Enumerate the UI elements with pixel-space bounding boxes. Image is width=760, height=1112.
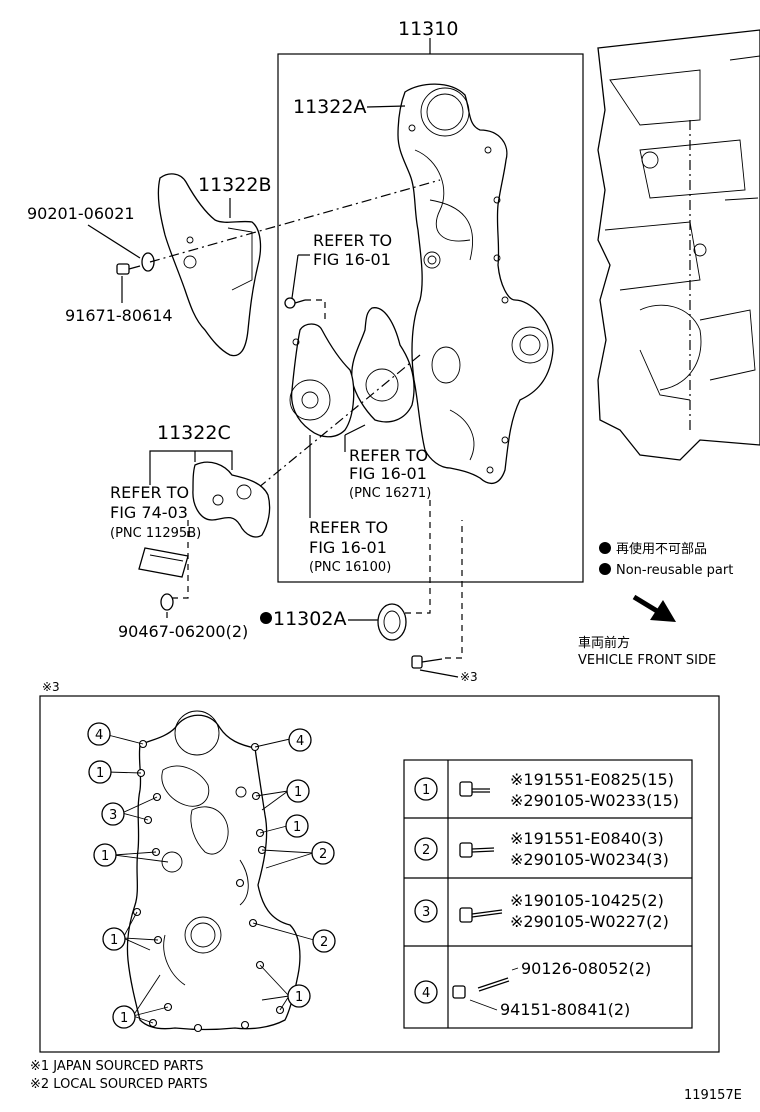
svg-text:4: 4 bbox=[422, 986, 430, 1001]
detail-callout-1-e: 1 bbox=[286, 779, 310, 803]
water-pump bbox=[289, 323, 355, 438]
refer3-line3: (PNC 16100) bbox=[309, 560, 391, 575]
detail-callout-1-b: 1 bbox=[93, 843, 117, 867]
stud-bolt-icon bbox=[477, 977, 510, 992]
svg-text:1: 1 bbox=[110, 933, 118, 948]
detail-frame bbox=[39, 695, 720, 1053]
nut-icon bbox=[452, 985, 466, 999]
non-reusable-dot-seal bbox=[260, 612, 272, 624]
svg-text:1: 1 bbox=[293, 820, 301, 835]
svg-text:1: 1 bbox=[422, 783, 430, 798]
callout-seal: 11302A bbox=[273, 608, 346, 630]
section-mark: ※3 bbox=[42, 680, 60, 694]
bolt-b bbox=[116, 263, 141, 275]
legend-dot-ja bbox=[599, 542, 611, 554]
oil-seal bbox=[377, 603, 407, 641]
flange-bolt-icon bbox=[459, 781, 490, 797]
table-row-4-line2: 94151-80841(2) bbox=[500, 1000, 630, 1019]
callout-11322C: 11322C bbox=[157, 422, 231, 444]
washer bbox=[141, 252, 155, 272]
cover-bolt bbox=[411, 655, 443, 669]
timing-chain-cover bbox=[397, 83, 554, 485]
callout-bolt-b: 91671-80614 bbox=[65, 306, 173, 325]
legend-dot-en bbox=[599, 563, 611, 575]
svg-text:2: 2 bbox=[319, 847, 327, 862]
detail-callout-1-c: 1 bbox=[102, 927, 126, 951]
cover-plate-b bbox=[157, 173, 262, 357]
refer1-line1: REFER TO bbox=[313, 231, 392, 250]
plug bbox=[160, 593, 174, 611]
detail-callout-1-a: 1 bbox=[88, 760, 112, 784]
flange-bolt-icon bbox=[459, 842, 495, 858]
svg-text:1: 1 bbox=[295, 990, 303, 1005]
refer1-line2: FIG 16-01 bbox=[313, 250, 391, 269]
bolt-table: 1 ※191551-E0825(15) ※290105-W0233(15) 2 … bbox=[403, 759, 693, 1029]
table-row-3-line2: ※290105-W0227(2) bbox=[510, 912, 669, 931]
front-en: VEHICLE FRONT SIDE bbox=[578, 653, 716, 668]
svg-text:2: 2 bbox=[422, 843, 430, 858]
svg-text:2: 2 bbox=[320, 935, 328, 950]
legend-en: Non-reusable part bbox=[616, 563, 733, 578]
footnote-2: ※2 LOCAL SOURCED PARTS bbox=[30, 1077, 208, 1092]
svg-text:1: 1 bbox=[101, 849, 109, 864]
ref3-mark: ※3 bbox=[460, 670, 478, 684]
svg-text:1: 1 bbox=[294, 785, 302, 800]
detail-circle-callouts: 4 4 1 3 1 1 1 1 1 2 2 1 bbox=[87, 722, 336, 1029]
detail-callout-4-left: 4 bbox=[87, 722, 111, 746]
refer3-line1: REFER TO bbox=[309, 518, 388, 537]
callout-washer: 90201-06021 bbox=[27, 204, 135, 223]
table-row-2: 2 ※191551-E0840(3) ※290105-W0234(3) bbox=[414, 829, 669, 869]
refer2-line3: (PNC 16271) bbox=[349, 486, 431, 501]
detail-callout-4-right: 4 bbox=[288, 728, 312, 752]
detail-callout-1-f: 1 bbox=[285, 814, 309, 838]
refer2-line2: FIG 16-01 bbox=[349, 464, 427, 483]
table-row-1: 1 ※191551-E0825(15) ※290105-W0233(15) bbox=[414, 770, 679, 810]
water-pump-gasket bbox=[351, 307, 415, 423]
refer3-line2: FIG 16-01 bbox=[309, 538, 387, 557]
footnote-1: ※1 JAPAN SOURCED PARTS bbox=[30, 1059, 204, 1074]
table-row-1-line2: ※290105-W0233(15) bbox=[510, 791, 679, 810]
figure-id: 119157E bbox=[684, 1088, 742, 1103]
front-ja: 車両前方 bbox=[578, 635, 630, 651]
detail-callout-1-g: 1 bbox=[287, 984, 311, 1008]
cover-plate-c bbox=[192, 461, 271, 538]
detail-callout-1-d: 1 bbox=[112, 1005, 136, 1029]
detail-leaders bbox=[106, 734, 315, 1024]
svg-text:3: 3 bbox=[422, 905, 430, 920]
svg-text:1: 1 bbox=[96, 766, 104, 781]
detail-callout-2-b: 2 bbox=[312, 929, 336, 953]
table-row-1-line1: ※191551-E0825(15) bbox=[510, 770, 674, 789]
callout-plug: 90467-06200(2) bbox=[118, 622, 248, 641]
svg-text:3: 3 bbox=[109, 808, 117, 823]
svg-text:1: 1 bbox=[120, 1011, 128, 1026]
small-bolt bbox=[284, 297, 306, 309]
svg-text:4: 4 bbox=[95, 728, 103, 743]
gasket-strip bbox=[138, 547, 189, 578]
callout-11322A: 11322A bbox=[293, 96, 366, 118]
svg-text:4: 4 bbox=[296, 734, 304, 749]
refer4-line1: REFER TO bbox=[110, 483, 189, 502]
detail-callout-2-a: 2 bbox=[311, 841, 335, 865]
table-row-2-line1: ※191551-E0840(3) bbox=[510, 829, 664, 848]
refer4-line2: FIG 74-03 bbox=[110, 503, 188, 522]
callout-11310: 11310 bbox=[398, 18, 458, 40]
table-row-3: 3 ※190105-10425(2) ※290105-W0227(2) bbox=[414, 891, 669, 931]
table-row-3-line1: ※190105-10425(2) bbox=[510, 891, 664, 910]
table-row-4-line1: 90126-08052(2) bbox=[521, 959, 651, 978]
refer4-line3: (PNC 11295B) bbox=[110, 526, 201, 541]
table-row-2-line2: ※290105-W0234(3) bbox=[510, 850, 669, 869]
detail-cover-outline bbox=[126, 710, 301, 1031]
legend-ja: 再使用不可部品 bbox=[616, 541, 707, 557]
front-arrow-icon bbox=[632, 594, 676, 622]
callout-11322B: 11322B bbox=[198, 174, 271, 196]
flange-bolt-icon bbox=[459, 907, 503, 923]
detail-callout-3-left: 3 bbox=[101, 802, 125, 826]
refer2-line1: REFER TO bbox=[349, 446, 428, 465]
table-row-4: 4 90126-08052(2) 94151-80841(2) bbox=[414, 959, 651, 1019]
engine-block bbox=[597, 29, 760, 461]
